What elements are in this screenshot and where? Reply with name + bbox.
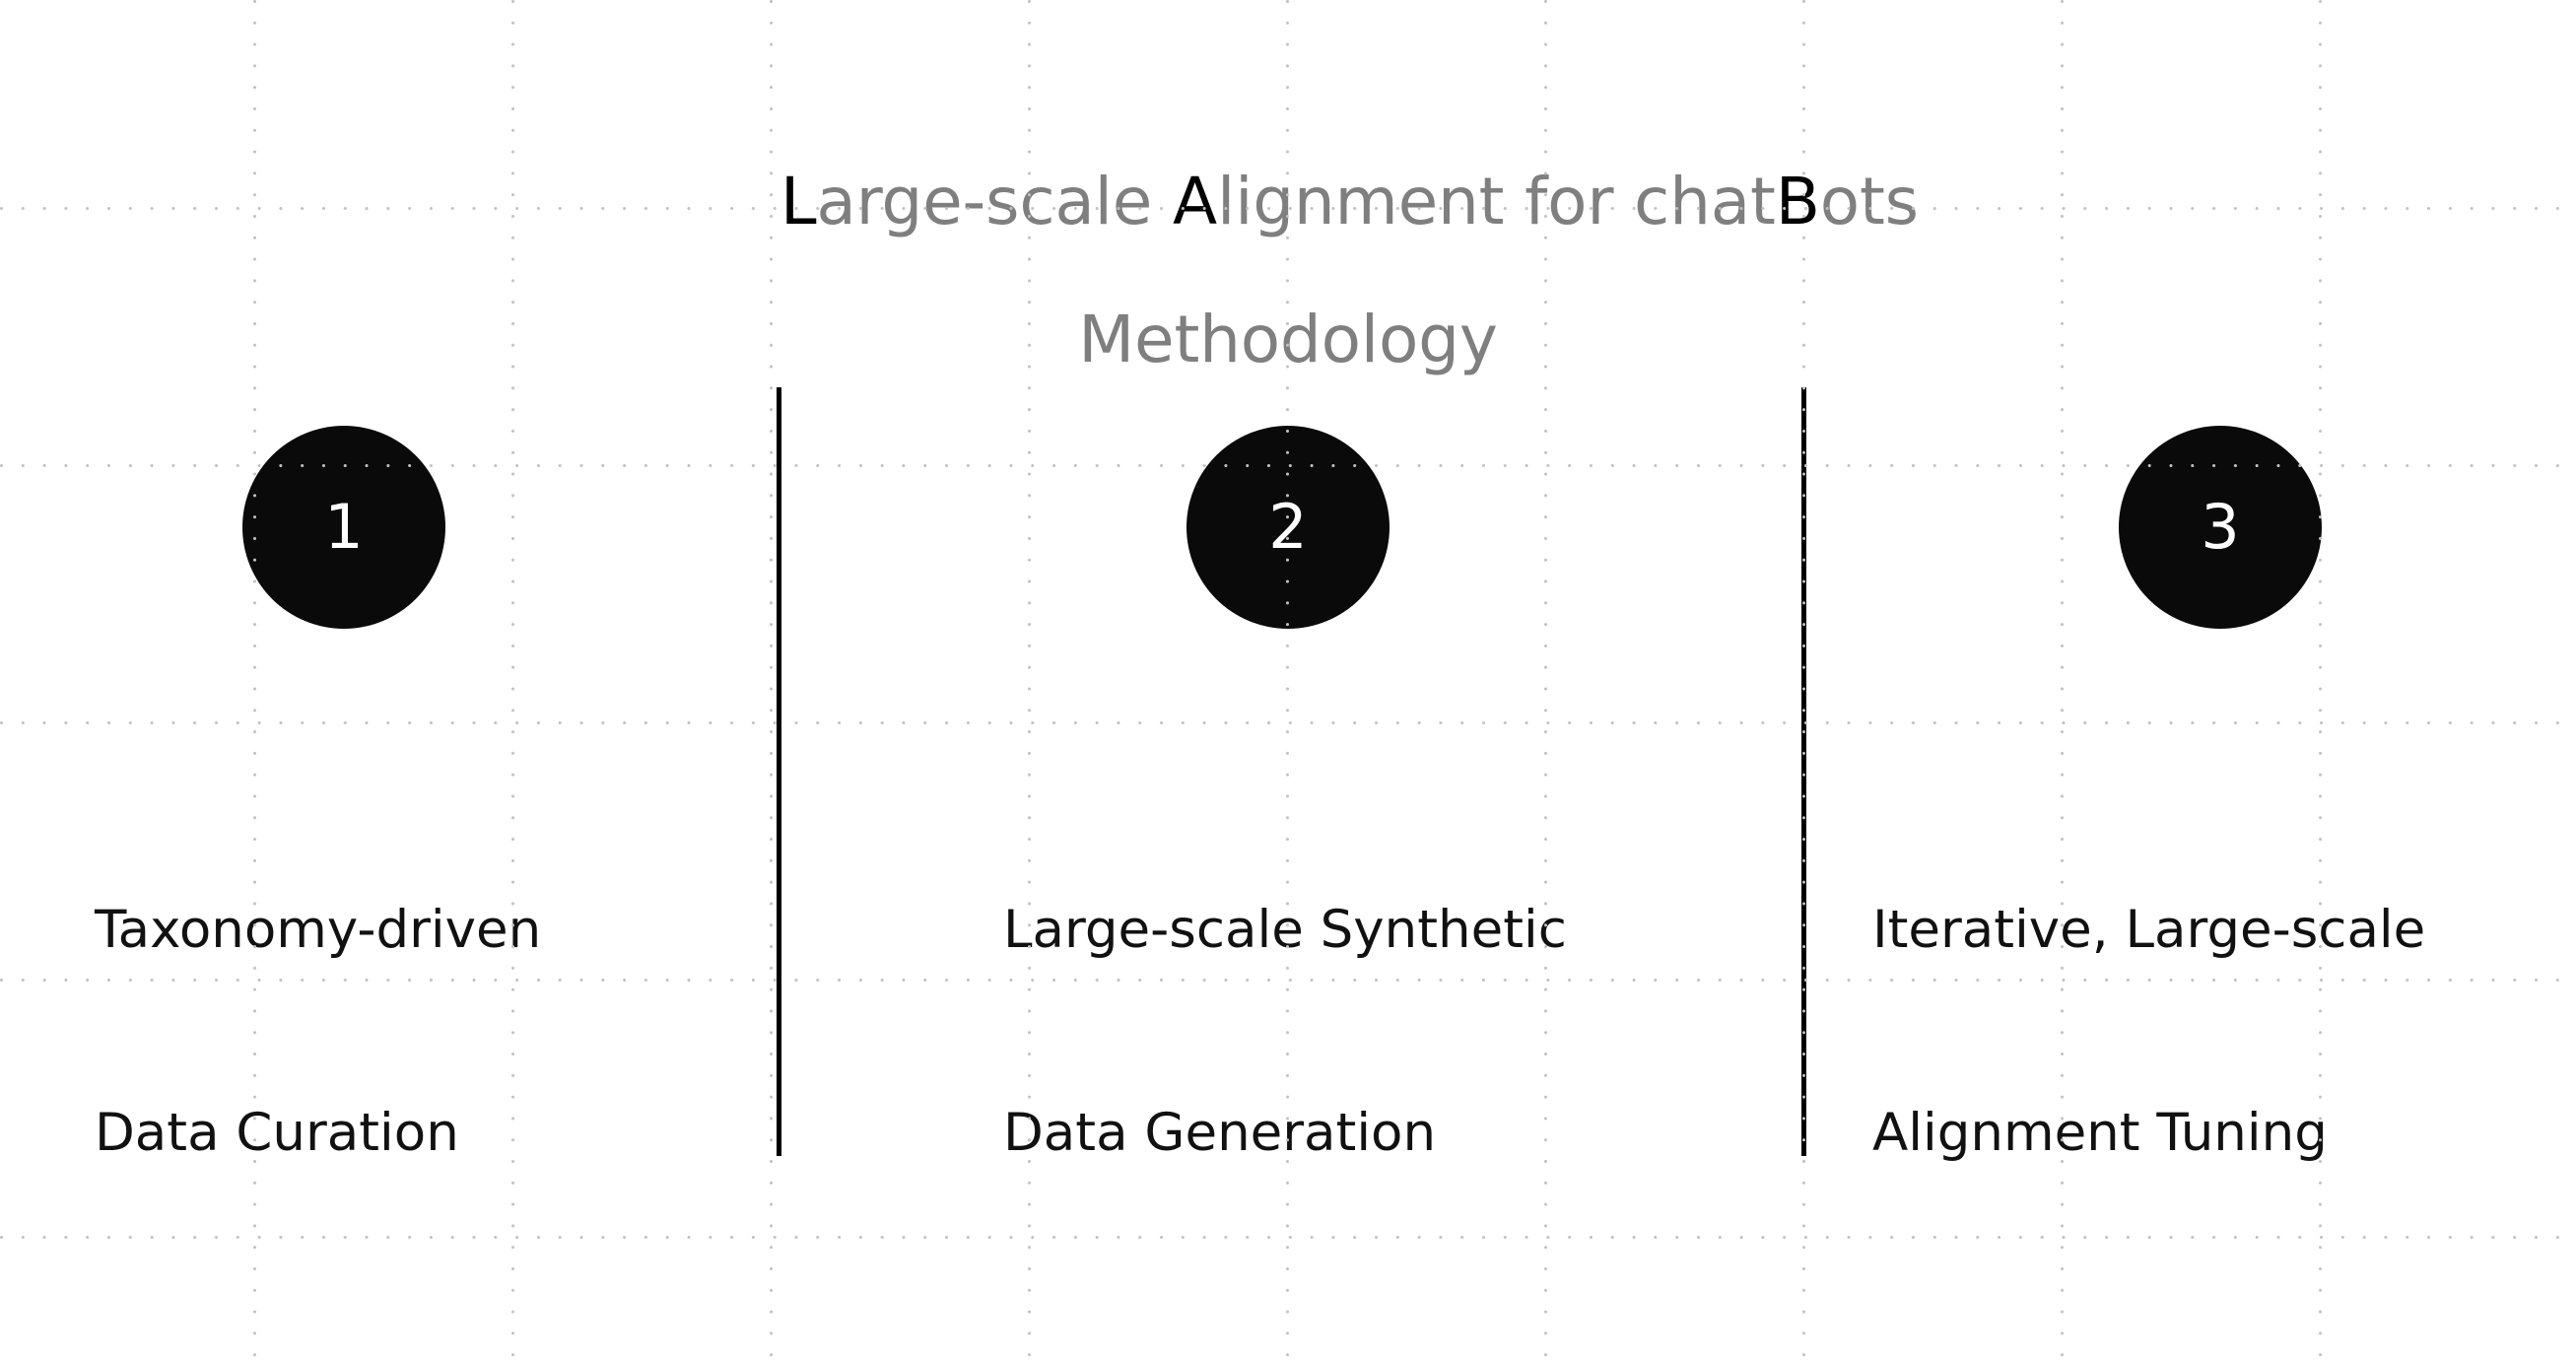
step-caption-2: Large-scale Synthetic Data Generation (1003, 761, 1752, 1304)
step-caption-1: Taxonomy-driven Data Curation (95, 761, 706, 1304)
title-text-arge-scale: arge-scale (816, 163, 1173, 239)
title-text-lignment-for-chat: lignment for chat (1216, 163, 1776, 239)
step-circle-3: 3 (2119, 426, 2322, 629)
step-caption-1-line-1: Taxonomy-driven (95, 899, 542, 960)
step-caption-2-line-2: Data Generation (1003, 1103, 1437, 1164)
title-highlight-L: L (780, 163, 817, 239)
step-caption-3-line-1: Iterative, Large-scale (1872, 899, 2426, 960)
step-caption-1-line-2: Data Curation (95, 1103, 459, 1164)
grid-line-horizontal-2 (0, 721, 2576, 724)
divider-line-1 (777, 387, 781, 1156)
step-circle-2: 2 (1186, 426, 1390, 629)
title-highlight-A: A (1172, 163, 1217, 239)
step-circle-1: 1 (242, 426, 445, 629)
step-number-2: 2 (1268, 491, 1308, 563)
title-highlight-B: B (1775, 163, 1820, 239)
figure-title: Large-scale Alignment for chatBots Metho… (0, 99, 2576, 374)
step-number-3: 3 (2201, 491, 2240, 563)
title-text-ots: ots (1819, 163, 1919, 239)
step-caption-3: Iterative, Large-scale Alignment Tuning (1872, 761, 2576, 1304)
step-caption-3-line-2: Alignment Tuning (1872, 1103, 2328, 1164)
step-caption-2-line-1: Large-scale Synthetic (1003, 899, 1567, 960)
step-number-1: 1 (324, 491, 364, 563)
divider-line-2 (1801, 387, 1806, 1156)
title-line-2: Methodology (1078, 301, 1498, 377)
title-line-1: Large-scale Alignment for chatBots (0, 99, 2576, 306)
